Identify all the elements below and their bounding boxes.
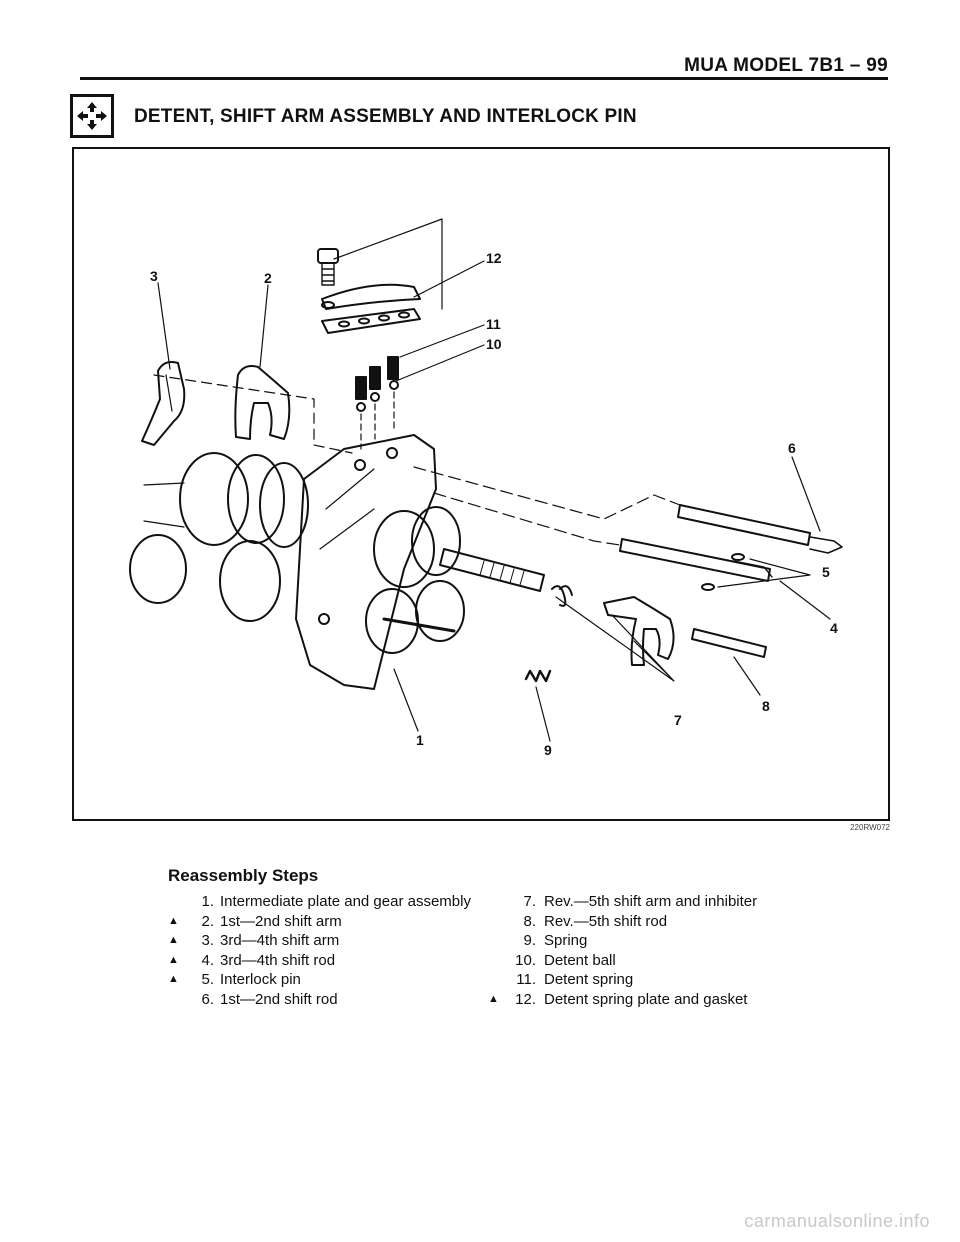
callout-12: 12 (486, 250, 502, 266)
figure-code: 220RW072 (850, 823, 890, 832)
callout-11: 11 (486, 316, 501, 332)
exploded-view-figure: 1 2 3 4 5 6 7 8 9 10 11 12 (72, 147, 890, 821)
callout-10: 10 (486, 336, 502, 352)
gear-cluster-upper (179, 452, 249, 546)
callout-1: 1 (416, 732, 424, 748)
callout-6: 6 (788, 440, 796, 456)
detent-ball-3 (389, 380, 399, 390)
rev-shift-arm-7 (603, 596, 675, 666)
coil-spring (551, 585, 573, 607)
detent-spring-2 (369, 366, 381, 390)
shift-arm-2 (234, 365, 291, 440)
page-header-title: MUA MODEL 7B1 – 99 (684, 55, 888, 76)
exploded-diagram-svg: 1 2 3 4 5 6 7 8 9 10 11 12 (129, 218, 843, 758)
callout-9: 9 (544, 742, 552, 758)
callout-2: 2 (264, 270, 272, 286)
callout-5: 5 (822, 564, 830, 580)
output-shaft (439, 548, 545, 592)
callout-7: 7 (674, 712, 682, 728)
detent-spring-1 (355, 376, 367, 400)
shift-rod-6 (677, 504, 811, 546)
header-divider (80, 77, 888, 80)
intermediate-plate (295, 434, 437, 690)
callout-3: 3 (150, 268, 158, 284)
watermark: carmanualsonline.info (744, 1211, 930, 1231)
reassembly-arrows-icon (70, 94, 114, 138)
detent-ball-1 (356, 402, 366, 412)
detent-ball-2 (370, 392, 380, 402)
callout-4: 4 (830, 620, 838, 636)
gear-cluster-lower (129, 534, 187, 604)
callout-8: 8 (762, 698, 770, 714)
shift-rod-4 (619, 538, 771, 582)
shift-rod-8 (691, 628, 767, 658)
gasket (321, 308, 421, 334)
bolt-head (317, 248, 339, 264)
shift-arm-3 (141, 361, 186, 446)
detent-spring-plate (321, 283, 421, 310)
detent-spring-3 (387, 356, 399, 380)
section-title: DETENT, SHIFT ARM ASSEMBLY AND INTERLOCK… (134, 106, 637, 127)
reassembly-steps-heading: Reassembly Steps (168, 866, 319, 885)
gear-right-upper (373, 510, 435, 588)
spring-9 (524, 669, 552, 683)
